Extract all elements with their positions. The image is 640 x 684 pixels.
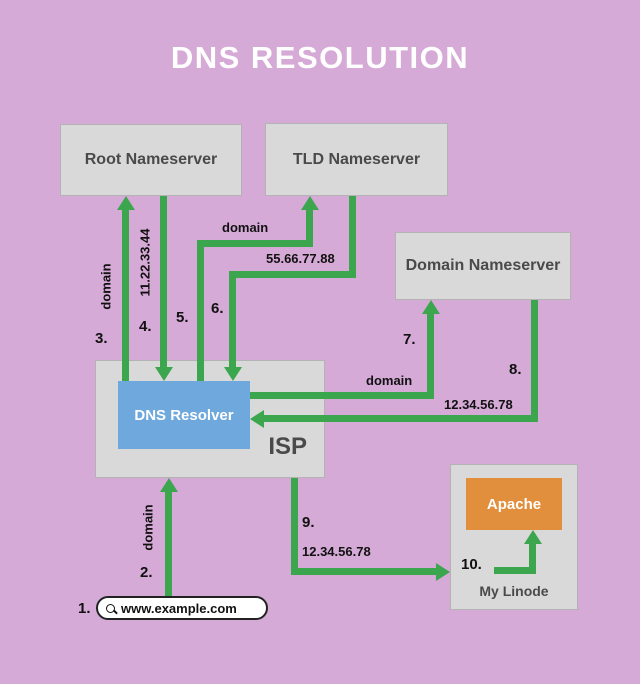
root-nameserver-label: Root Nameserver (84, 151, 218, 168)
arrow-head-right-icon (436, 563, 450, 581)
tld-nameserver-label: TLD Nameserver (292, 150, 421, 168)
node-root-nameserver: Root Nameserver (60, 124, 242, 196)
arrow-segment (306, 210, 313, 247)
step-3-label: domain (98, 263, 114, 310)
arrow-segment (349, 196, 356, 278)
step-3-number: 3. (95, 330, 108, 347)
step-5-label: domain (222, 220, 269, 235)
arrow-head-up-icon (117, 196, 135, 210)
step-9-label: 12.34.56.78 (302, 544, 371, 559)
step-6-number: 6. (211, 300, 224, 317)
arrow-segment (160, 196, 167, 367)
step-7-number: 7. (403, 331, 416, 348)
step-6-label: 55.66.77.88 (266, 251, 335, 266)
arrow-head-down-icon (155, 367, 173, 381)
arrow-segment (197, 240, 313, 247)
apache-label: Apache (486, 495, 542, 513)
search-icon (106, 603, 115, 613)
arrow-segment (229, 271, 356, 278)
isp-label: ISP (268, 433, 307, 460)
step-8-number: 8. (509, 361, 522, 378)
arrow-segment (250, 392, 434, 399)
step-1-number: 1. (78, 600, 91, 617)
step-7-label: domain (366, 373, 413, 388)
arrow-head-up-icon (160, 478, 178, 492)
arrow-head-up-icon (301, 196, 319, 210)
step-5-number: 5. (176, 309, 189, 326)
node-apache: Apache (466, 478, 562, 530)
search-query: www.example.com (121, 600, 237, 616)
arrow-segment (494, 567, 536, 574)
step-2-number: 2. (140, 564, 153, 581)
step-8-label: 12.34.56.78 (444, 397, 513, 412)
arrow-segment (197, 240, 204, 381)
arrow-segment (291, 568, 436, 575)
step-9-number: 9. (302, 514, 315, 531)
arrow-segment (291, 478, 298, 575)
page-title: DNS RESOLUTION (170, 40, 470, 75)
arrow-segment (427, 314, 434, 399)
arrow-segment (122, 210, 129, 381)
arrow-head-left-icon (250, 410, 264, 428)
arrow-segment (229, 271, 236, 367)
step-4-label: 11.22.33.44 (137, 228, 153, 297)
arrow-head-up-icon (524, 530, 542, 544)
step-10-number: 10. (461, 556, 482, 573)
arrow-segment (165, 492, 172, 597)
step-4-number: 4. (139, 318, 152, 335)
node-tld-nameserver: TLD Nameserver (265, 123, 448, 196)
arrow-segment (531, 300, 538, 422)
node-domain-nameserver: Domain Nameserver (395, 232, 571, 300)
dns-resolver-label: DNS Resolver (134, 406, 234, 424)
domain-nameserver-label: Domain Nameserver (405, 257, 561, 274)
step-2-label: domain (140, 504, 156, 551)
arrow-segment (264, 415, 538, 422)
arrow-head-up-icon (422, 300, 440, 314)
search-box[interactable]: www.example.com (96, 596, 268, 620)
arrow-segment (529, 544, 536, 574)
node-dns-resolver: DNS Resolver (118, 381, 250, 449)
my-linode-label: My Linode (479, 583, 549, 599)
arrow-head-down-icon (224, 367, 242, 381)
